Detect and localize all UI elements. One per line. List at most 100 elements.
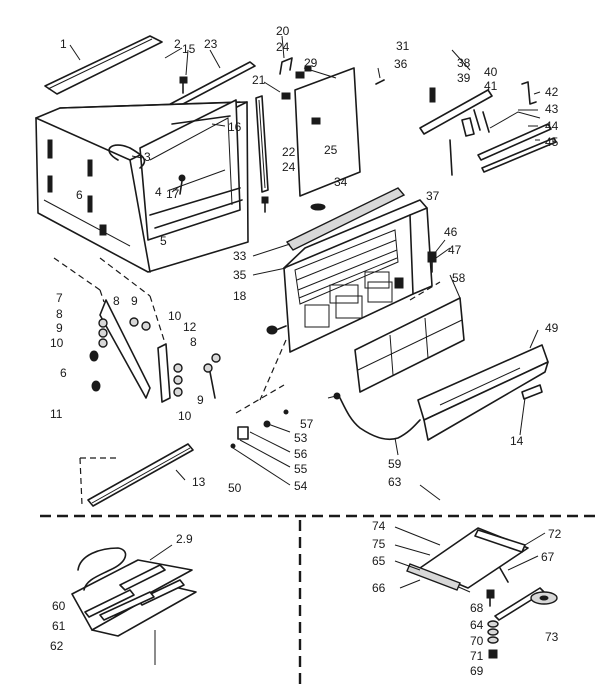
label-6: 6 [60, 366, 67, 380]
part-14-plate [521, 384, 543, 400]
label-57: 57 [300, 417, 314, 431]
label-9c: 9 [197, 393, 204, 407]
part-25-panel [294, 67, 361, 197]
label-34: 34 [334, 175, 348, 189]
label-7: 7 [56, 291, 63, 305]
label-1: 1 [60, 37, 67, 51]
leader-lines [69, 35, 546, 603]
label-39: 39 [457, 71, 471, 85]
label-29: 29 [304, 56, 318, 70]
label-40: 40 [484, 65, 498, 79]
label-64: 64 [470, 618, 484, 632]
label-60: 60 [52, 599, 66, 613]
label-6b: 6 [76, 188, 83, 202]
label-17: 17 [166, 187, 180, 201]
label-42: 42 [545, 85, 559, 99]
label-31: 31 [396, 39, 410, 53]
label-58: 58 [452, 271, 466, 285]
label-21: 21 [252, 73, 266, 87]
label-53: 53 [294, 431, 308, 445]
part-33-louver-bar [285, 187, 406, 251]
label-41: 41 [484, 79, 498, 93]
callout-labels: 1 2 15 23 16 3 4 17 6 5 20 24 29 21 22 2… [50, 24, 562, 678]
label-75: 75 [372, 537, 386, 551]
label-3: 3 [144, 150, 151, 164]
part-29-kit [71, 547, 197, 637]
label-61: 61 [52, 619, 66, 633]
label-45: 45 [545, 135, 559, 149]
label-69: 69 [470, 664, 484, 678]
part-49-cover [417, 344, 549, 441]
parts-53-56-fasteners [230, 384, 289, 449]
part-31-screw [375, 79, 385, 85]
label-36: 36 [394, 57, 408, 71]
part-58-filter [354, 297, 465, 393]
label-8: 8 [56, 307, 63, 321]
part-13-rail [87, 443, 194, 507]
label-65: 65 [372, 554, 386, 568]
label-10b: 10 [168, 309, 182, 323]
label-24b: 24 [282, 160, 296, 174]
label-22: 22 [282, 145, 296, 159]
label-67: 67 [541, 550, 555, 564]
label-8c: 8 [190, 335, 197, 349]
label-66: 66 [372, 581, 386, 595]
label-38: 38 [457, 56, 471, 70]
label-56: 56 [294, 447, 308, 461]
part-1-top-rail [44, 35, 163, 95]
label-24: 24 [276, 40, 290, 54]
part-35-front-panel [283, 199, 433, 353]
parts-36-45-louvers [419, 81, 557, 176]
label-50: 50 [228, 481, 242, 495]
label-55: 55 [294, 462, 308, 476]
cabinet-wrapper [35, 99, 249, 273]
label-29b: 2.9 [176, 532, 193, 546]
label-63: 63 [388, 475, 402, 489]
label-5: 5 [160, 234, 167, 248]
label-73: 73 [545, 630, 559, 644]
label-23: 23 [204, 37, 218, 51]
label-59: 59 [388, 457, 402, 471]
label-18: 18 [233, 289, 247, 303]
label-44: 44 [545, 119, 559, 133]
label-13: 13 [192, 475, 206, 489]
label-2: 2 [174, 37, 181, 51]
label-46: 46 [444, 225, 458, 239]
parts-6-12-bracket [89, 299, 221, 403]
parts-drawing [35, 35, 600, 690]
label-35: 35 [233, 268, 247, 282]
label-37: 37 [426, 189, 440, 203]
label-43: 43 [545, 102, 559, 116]
part-59-cord [333, 392, 421, 441]
label-4: 4 [155, 185, 162, 199]
part-46-clip [427, 251, 437, 273]
part-18-screw [266, 325, 287, 335]
label-9: 9 [56, 321, 63, 335]
label-54: 54 [294, 479, 308, 493]
section-divider [40, 514, 600, 690]
label-10c: 10 [178, 409, 192, 423]
label-16: 16 [228, 120, 242, 134]
label-71: 71 [470, 649, 484, 663]
part-15-screw [179, 76, 188, 94]
label-15: 15 [182, 42, 196, 56]
label-72: 72 [548, 527, 562, 541]
label-25: 25 [324, 143, 338, 157]
assembly-guides [53, 257, 441, 506]
label-9b: 9 [131, 294, 138, 308]
label-12: 12 [183, 320, 197, 334]
label-8b: 8 [113, 294, 120, 308]
part-34-clip [310, 203, 326, 211]
label-47: 47 [448, 243, 462, 257]
label-62: 62 [50, 639, 64, 653]
label-11: 11 [50, 407, 63, 421]
part-24-screw [261, 196, 269, 213]
label-68: 68 [470, 601, 484, 615]
label-20: 20 [276, 24, 290, 38]
parts-64-75-kit [406, 527, 558, 659]
label-70: 70 [470, 634, 484, 648]
part-21-screw [281, 92, 291, 100]
label-14: 14 [510, 434, 524, 448]
part-22-rail [255, 95, 269, 193]
